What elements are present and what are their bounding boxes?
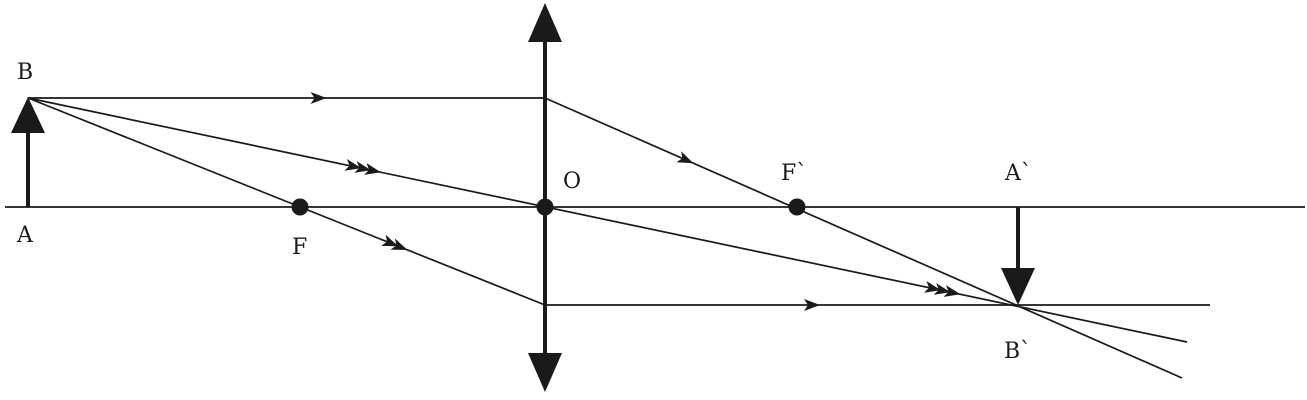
lens-top-arrowhead [528, 3, 562, 42]
label-focus-left: F [292, 235, 307, 260]
chevron-parallel-incident [310, 92, 327, 104]
label-focus-right: F` [781, 161, 807, 186]
chevron-center-refracted [943, 285, 961, 297]
ray-parallel [28, 97, 1183, 379]
ray-center [27, 97, 1188, 343]
label-image-tip: B` [1004, 339, 1031, 364]
label-optical-center: O [563, 169, 581, 194]
ray-parallel-refracted [544, 97, 1183, 379]
chevron-focal-refracted [804, 299, 820, 311]
image-arrow [1001, 207, 1035, 305]
chevron-focal-incident [390, 238, 408, 250]
chevron-center-incident [364, 163, 381, 175]
focus-left-point [291, 198, 309, 216]
chevron-parallel-refracted [676, 151, 694, 164]
image-arrowhead [1001, 268, 1035, 305]
object-arrow [11, 97, 45, 207]
label-image-base: A` [1004, 161, 1032, 186]
lens-bottom-arrowhead [528, 353, 562, 392]
ray-focal-incident [27, 97, 546, 306]
object-arrowhead [11, 97, 45, 133]
ray-focal [27, 97, 1210, 306]
ray-direction-chevrons [310, 92, 961, 311]
chevron-center-refracted [933, 283, 951, 295]
chevron-focal-incident [381, 234, 399, 247]
label-object-top: B [17, 60, 33, 85]
label-object-base: A [16, 223, 34, 248]
optical-center-point [536, 198, 554, 216]
chevron-center-refracted [923, 281, 941, 293]
chevron-center-incident [354, 161, 372, 173]
converging-lens [528, 3, 562, 392]
chevron-center-incident [344, 159, 362, 171]
focus-right-point [788, 198, 806, 216]
